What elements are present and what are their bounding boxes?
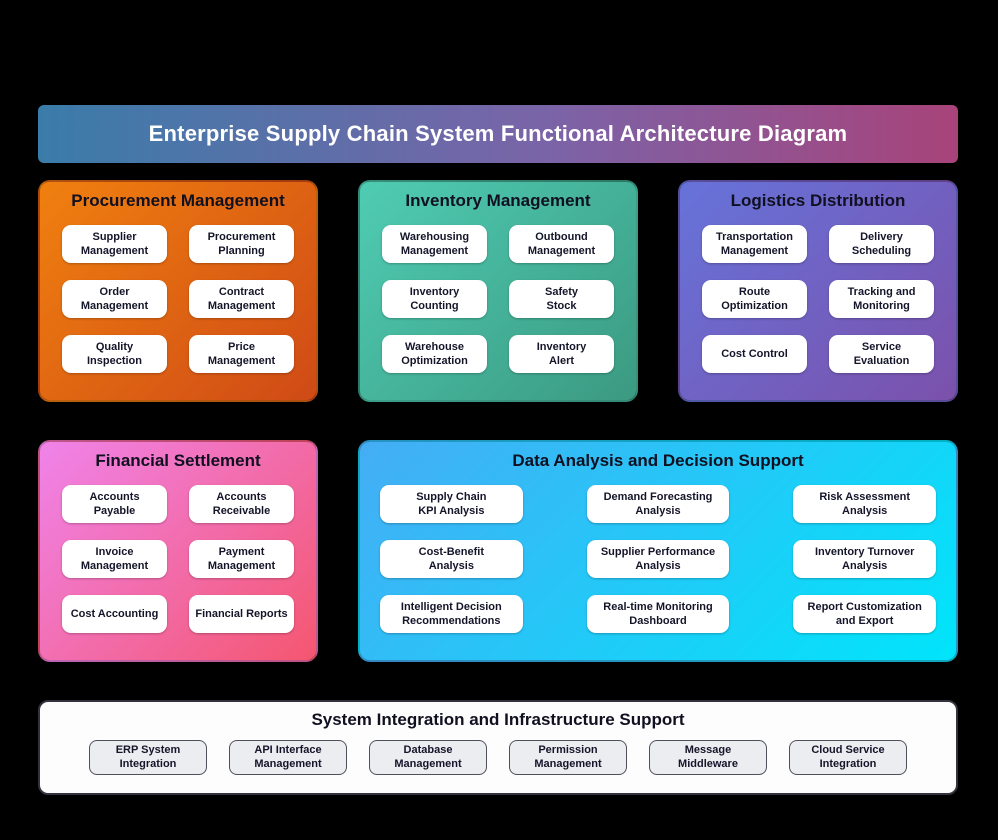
node-service-evaluation: Service Evaluation	[829, 335, 934, 374]
node-tracking-and-monitoring: Tracking and Monitoring	[829, 280, 934, 319]
panel-financial-settlement: Financial Settlement Accounts Payable Ac…	[38, 440, 318, 662]
node-cost-control: Cost Control	[702, 335, 807, 374]
panel-financial-title: Financial Settlement	[95, 451, 261, 470]
node-message-middleware: Message Middleware	[649, 740, 767, 775]
node-transportation-management: Transportation Management	[702, 225, 807, 264]
node-supplier-management: Supplier Management	[62, 225, 167, 264]
node-supplier-performance-analysis: Supplier Performance Analysis	[586, 540, 730, 579]
panel-data-analysis-grid: Supply Chain KPI Analysis Demand Forecas…	[360, 485, 956, 634]
node-erp-system-integration: ERP System Integration	[89, 740, 207, 775]
node-cost-accounting: Cost Accounting	[62, 595, 167, 634]
panel-inventory-title: Inventory Management	[405, 191, 591, 210]
node-accounts-payable: Accounts Payable	[62, 485, 167, 524]
node-inventory-turnover-analysis: Inventory Turnover Analysis	[793, 540, 936, 579]
node-safety-stock: Safety Stock	[509, 280, 614, 319]
diagram-title: Enterprise Supply Chain System Functiona…	[148, 121, 848, 146]
node-api-interface-management: API Interface Management	[229, 740, 347, 775]
node-demand-forecasting-analysis: Demand Forecasting Analysis	[586, 485, 730, 524]
node-price-management: Price Management	[189, 335, 294, 374]
node-quality-inspection: Quality Inspection	[62, 335, 167, 374]
node-report-customization-export: Report Customization and Export	[793, 595, 936, 634]
panel-procurement-title: Procurement Management	[71, 191, 285, 210]
panel-logistics-distribution: Logistics Distribution Transportation Ma…	[678, 180, 958, 402]
node-inventory-counting: Inventory Counting	[382, 280, 487, 319]
node-order-management: Order Management	[62, 280, 167, 319]
node-risk-assessment-analysis: Risk Assessment Analysis	[793, 485, 936, 524]
panel-financial-grid: Accounts Payable Accounts Receivable Inv…	[40, 485, 316, 634]
panel-system-integration-row: ERP System Integration API Interface Man…	[40, 740, 956, 775]
node-payment-management: Payment Management	[189, 540, 294, 579]
panel-procurement-management: Procurement Management Supplier Manageme…	[38, 180, 318, 402]
node-procurement-planning: Procurement Planning	[189, 225, 294, 264]
node-database-management: Database Management	[369, 740, 487, 775]
panel-logistics-grid: Transportation Management Delivery Sched…	[680, 225, 956, 374]
node-intelligent-decision-recommendations: Intelligent Decision Recommendations	[380, 595, 523, 634]
node-warehousing-management: Warehousing Management	[382, 225, 487, 264]
panel-inventory-grid: Warehousing Management Outbound Manageme…	[360, 225, 636, 374]
node-outbound-management: Outbound Management	[509, 225, 614, 264]
panel-logistics-title: Logistics Distribution	[730, 191, 906, 210]
node-route-optimization: Route Optimization	[702, 280, 807, 319]
node-permission-management: Permission Management	[509, 740, 627, 775]
node-realtime-monitoring-dashboard: Real-time Monitoring Dashboard	[586, 595, 730, 634]
panel-data-analysis-title: Data Analysis and Decision Support	[512, 451, 804, 470]
panel-inventory-management: Inventory Management Warehousing Managem…	[358, 180, 638, 402]
node-financial-reports: Financial Reports	[189, 595, 294, 634]
node-cost-benefit-analysis: Cost-Benefit Analysis	[380, 540, 523, 579]
panel-system-integration: System Integration and Infrastructure Su…	[38, 700, 958, 795]
header-banner: Enterprise Supply Chain System Functiona…	[38, 105, 958, 163]
node-accounts-receivable: Accounts Receivable	[189, 485, 294, 524]
node-invoice-management: Invoice Management	[62, 540, 167, 579]
panel-procurement-grid: Supplier Management Procurement Planning…	[40, 225, 316, 374]
node-delivery-scheduling: Delivery Scheduling	[829, 225, 934, 264]
panel-system-integration-title: System Integration and Infrastructure Su…	[311, 710, 685, 729]
node-warehouse-optimization: Warehouse Optimization	[382, 335, 487, 374]
node-supply-chain-kpi-analysis: Supply Chain KPI Analysis	[380, 485, 523, 524]
node-inventory-alert: Inventory Alert	[509, 335, 614, 374]
panel-data-analysis: Data Analysis and Decision Support Suppl…	[358, 440, 958, 662]
node-cloud-service-integration: Cloud Service Integration	[789, 740, 907, 775]
node-contract-management: Contract Management	[189, 280, 294, 319]
